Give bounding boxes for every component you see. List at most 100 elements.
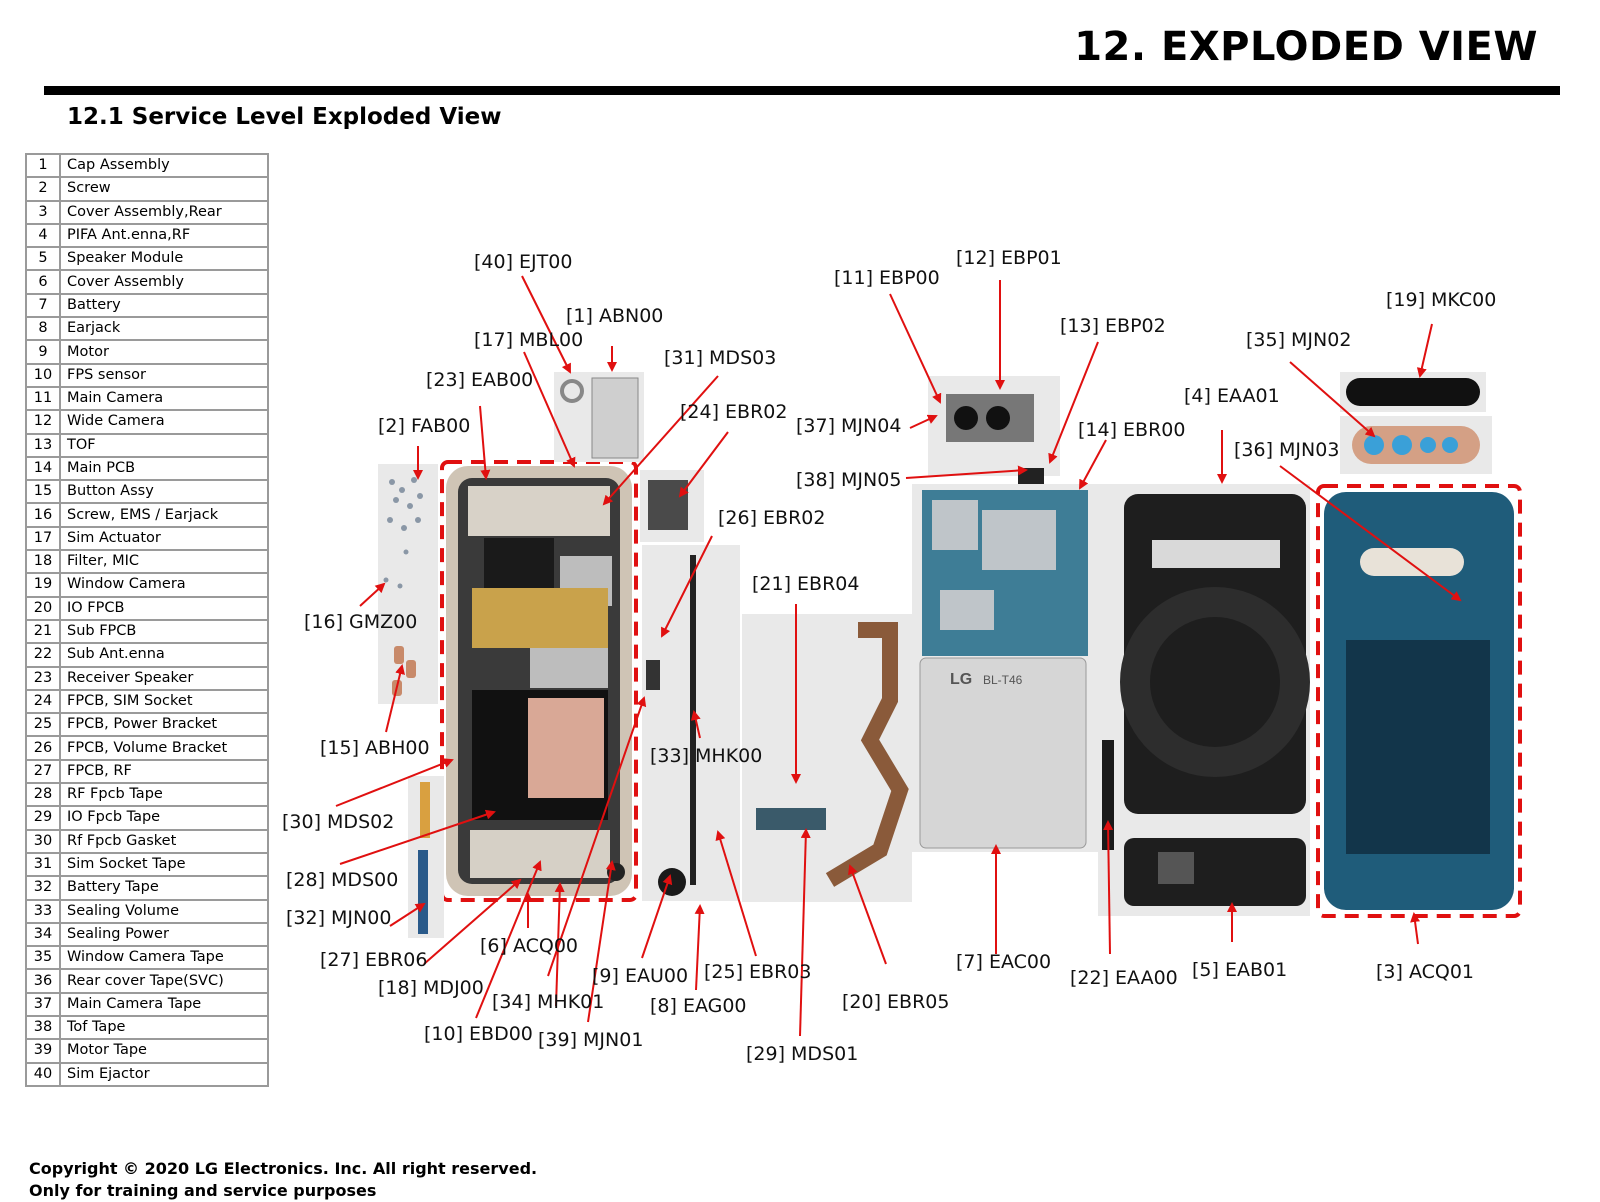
part-number: 25 bbox=[25, 712, 61, 738]
section-title: 12.1 Service Level Exploded View bbox=[67, 104, 502, 130]
part-number: 4 bbox=[25, 222, 61, 249]
part-number: 39 bbox=[25, 1038, 61, 1064]
callout-28: [28] MDS00 bbox=[286, 869, 398, 891]
battery-model: BL-T46 bbox=[983, 673, 1023, 687]
part-number: 18 bbox=[25, 549, 61, 575]
callout-27: [27] EBR06 bbox=[320, 949, 427, 971]
copyright-footer: Copyright © 2020 LG Electronics. Inc. Al… bbox=[29, 1158, 537, 1202]
callout-13: [13] EBP02 bbox=[1060, 315, 1166, 337]
part-number: 20 bbox=[25, 595, 61, 621]
part-number: 2 bbox=[25, 176, 61, 202]
callout-29: [29] MDS01 bbox=[746, 1043, 858, 1065]
part-name: Motor Tape bbox=[59, 1038, 269, 1064]
part-name: Motor bbox=[59, 339, 269, 365]
part-number: 38 bbox=[25, 1014, 61, 1041]
sub-fpcb-photo bbox=[742, 614, 912, 902]
callout-9: [9] EAU00 bbox=[592, 965, 688, 987]
part-name: Cover Assembly bbox=[59, 269, 269, 295]
part-name: Tof Tape bbox=[59, 1014, 269, 1041]
part-number: 19 bbox=[25, 572, 61, 598]
callout-5: [5] EAB01 bbox=[1192, 959, 1287, 981]
part-number: 7 bbox=[25, 292, 61, 319]
part-number: 14 bbox=[25, 455, 61, 482]
part-name: Cap Assembly bbox=[59, 152, 269, 179]
callout-36: [36] MJN03 bbox=[1234, 439, 1339, 461]
front-frame-photo bbox=[440, 460, 638, 902]
callout-19: [19] MKC00 bbox=[1386, 289, 1496, 311]
part-number: 37 bbox=[25, 991, 61, 1017]
part-number: 27 bbox=[25, 758, 61, 785]
part-name: Sub FPCB bbox=[59, 618, 269, 645]
part-name: FPS sensor bbox=[59, 362, 269, 388]
sim-tray-photo bbox=[554, 372, 644, 462]
battery-brand: LG bbox=[950, 671, 972, 688]
callout-labels: [40] EJT00 [1] ABN00 [17] MBL00 [31] MDS… bbox=[282, 247, 1496, 1065]
part-name: TOF bbox=[59, 432, 269, 458]
part-name: Window Camera Tape bbox=[59, 945, 269, 971]
part-name: Sim Actuator bbox=[59, 525, 269, 552]
part-name: Sim Socket Tape bbox=[59, 851, 269, 878]
callout-16: [16] GMZ00 bbox=[304, 611, 417, 633]
part-number: 13 bbox=[25, 432, 61, 458]
callout-17: [17] MBL00 bbox=[474, 329, 583, 351]
part-number: 22 bbox=[25, 642, 61, 668]
part-number: 30 bbox=[25, 828, 61, 854]
part-name: Main PCB bbox=[59, 455, 269, 482]
part-number: 1 bbox=[25, 152, 61, 179]
part-name: FPCB, Power Bracket bbox=[59, 712, 269, 738]
part-number: 8 bbox=[25, 316, 61, 342]
part-name: Battery bbox=[59, 292, 269, 319]
part-number: 35 bbox=[25, 945, 61, 971]
part-name: Speaker Module bbox=[59, 246, 269, 272]
callout-38: [38] MJN05 bbox=[796, 469, 901, 491]
part-number: 26 bbox=[25, 735, 61, 761]
part-number: 11 bbox=[25, 385, 61, 412]
part-number: 5 bbox=[25, 246, 61, 272]
callout-26: [26] EBR02 bbox=[718, 507, 825, 529]
part-number: 23 bbox=[25, 665, 61, 691]
antenna-coil-photo bbox=[1098, 484, 1310, 916]
page-title: 12. EXPLODED VIEW bbox=[1074, 24, 1538, 70]
part-name: IO FPCB bbox=[59, 595, 269, 621]
part-number: 31 bbox=[25, 851, 61, 878]
part-name: Receiver Speaker bbox=[59, 665, 269, 691]
callout-2: [2] FAB00 bbox=[378, 415, 470, 437]
callout-30: [30] MDS02 bbox=[282, 811, 394, 833]
callout-22: [22] EAA00 bbox=[1070, 967, 1178, 989]
part-number: 6 bbox=[25, 269, 61, 295]
callout-7: [7] EAC00 bbox=[956, 951, 1051, 973]
part-name: FPCB, SIM Socket bbox=[59, 688, 269, 715]
part-number: 3 bbox=[25, 199, 61, 225]
part-number: 17 bbox=[25, 525, 61, 552]
part-name: Rear cover Tape(SVC) bbox=[59, 968, 269, 994]
callout-6: [6] ACQ00 bbox=[480, 935, 578, 957]
part-name: FPCB, Volume Bracket bbox=[59, 735, 269, 761]
part-name: Wide Camera bbox=[59, 409, 269, 435]
part-name: Main Camera bbox=[59, 385, 269, 412]
callout-1: [1] ABN00 bbox=[566, 305, 663, 327]
part-number: 21 bbox=[25, 618, 61, 645]
camera-window-photo bbox=[1340, 372, 1492, 474]
callout-24: [24] EBR02 bbox=[680, 401, 787, 423]
callout-34: [34] MHK01 bbox=[492, 991, 604, 1013]
usage-line: Only for training and service purposes bbox=[29, 1181, 377, 1200]
